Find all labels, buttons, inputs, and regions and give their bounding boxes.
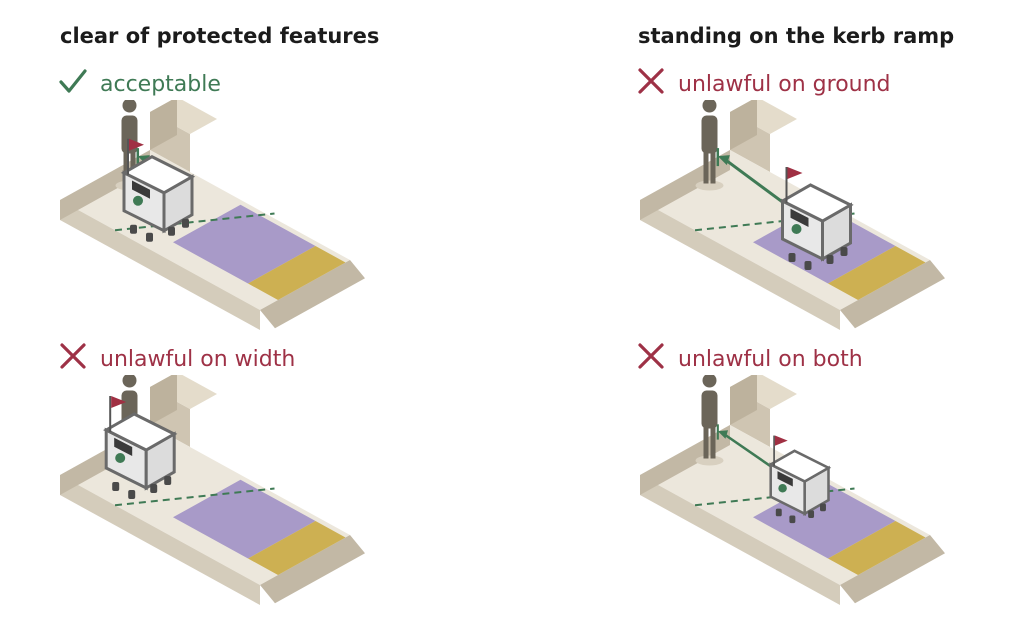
scene-top-right (640, 100, 945, 330)
person-leg (123, 149, 129, 184)
kerb-edge (260, 535, 365, 604)
verdict-label: acceptable (100, 71, 221, 97)
verdict-bottom-left: unlawful on width (58, 341, 295, 377)
cross-icon (58, 341, 88, 377)
column-title-left: clear of protected features (60, 24, 380, 48)
robot-light (778, 484, 787, 493)
person-leg (703, 424, 709, 459)
verdict-label: unlawful on ground (678, 71, 891, 97)
scene-bottom-left (60, 375, 365, 605)
person-head (122, 100, 137, 113)
delivery-robot (716, 424, 832, 524)
robot-wheel (130, 224, 137, 234)
robot-wheel (788, 253, 796, 262)
flag (787, 167, 803, 179)
check-icon (58, 66, 88, 102)
cross-icon (636, 66, 666, 102)
clearance-line (114, 212, 275, 232)
robot-lid (779, 183, 854, 223)
tactile-paving (828, 246, 926, 300)
robot-wheel (840, 247, 848, 256)
person-shadow (695, 180, 724, 191)
flag (129, 138, 144, 151)
arrow-head (717, 155, 730, 166)
scene-bottom-right (640, 375, 945, 605)
robot-wheel (182, 218, 189, 228)
flag (774, 435, 788, 446)
robot-lid (120, 155, 196, 195)
robot-panel (132, 180, 150, 199)
robot-wheel (112, 482, 120, 491)
pavement-front (640, 200, 840, 330)
robot-wheel (168, 226, 175, 236)
robot-panel (777, 471, 793, 487)
pavement-front (60, 475, 260, 605)
pavement-front (60, 200, 260, 330)
verdict-label: unlawful on width (100, 346, 296, 372)
clearance-line (114, 487, 275, 507)
kerb-edge (260, 260, 365, 329)
robot-wheel (164, 476, 172, 485)
delivery-robot (103, 396, 178, 499)
verdict-label: unlawful on both (678, 346, 863, 372)
wall-side (150, 100, 177, 150)
kerb-ramp (173, 479, 316, 559)
flag (111, 396, 127, 408)
kerb-edge (840, 535, 945, 604)
verdict-top-left: acceptable (58, 66, 221, 102)
scene-group (60, 100, 365, 330)
robot-panel (790, 208, 809, 227)
kerb-ramp (173, 204, 316, 284)
tactile-paving (248, 246, 346, 300)
person-leg (703, 149, 709, 184)
robot-light (133, 195, 143, 206)
robot-lid (103, 412, 178, 452)
verdict-top-right: unlawful on ground (636, 66, 891, 102)
arrow-head (717, 430, 728, 439)
scene-top-left (60, 100, 365, 330)
scene-group (640, 100, 945, 330)
column-title-right: standing on the kerb ramp (638, 24, 955, 48)
robot-wheel (150, 484, 158, 493)
scene-group (60, 375, 365, 605)
pavement-front (640, 475, 840, 605)
wall-side (150, 375, 177, 425)
robot-wheel (789, 515, 796, 524)
robot-panel (114, 437, 133, 456)
robot-wheel (808, 510, 815, 518)
delivery-robot (716, 148, 854, 270)
person-body (701, 390, 718, 429)
person-body (701, 115, 718, 154)
robot-wheel (775, 508, 782, 517)
wall-side (730, 100, 757, 150)
person-leg (710, 149, 716, 184)
person-head (122, 375, 137, 388)
robot-wheel (804, 261, 812, 270)
person-leg (710, 424, 716, 459)
person-shadow (695, 455, 724, 466)
robot-lid (767, 449, 832, 483)
scene-group (640, 375, 945, 605)
tactile-paving (828, 521, 926, 575)
wall-side (730, 375, 757, 425)
robot-wheel (826, 255, 834, 264)
robot-wheel (128, 490, 136, 499)
tactile-paving (248, 521, 346, 575)
robot-light (115, 453, 126, 463)
delivery-robot (120, 138, 196, 242)
robot-wheel (820, 503, 826, 512)
person-head (702, 100, 717, 113)
cross-icon (636, 341, 666, 377)
kerb-edge (840, 260, 945, 329)
robot-wheel (146, 232, 153, 242)
robot-light (791, 224, 802, 234)
verdict-bottom-right: unlawful on both (636, 341, 863, 377)
person-head (702, 375, 717, 388)
